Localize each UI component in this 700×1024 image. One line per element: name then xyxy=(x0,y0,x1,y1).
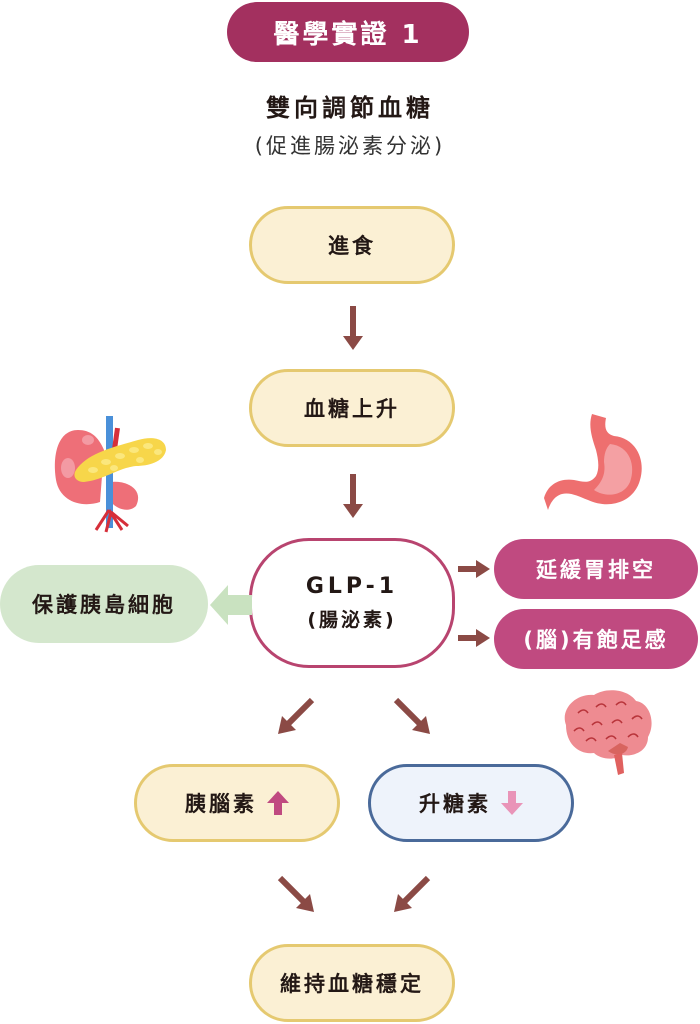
node-delay-gastric-emptying-label: 延緩胃排空 xyxy=(536,558,656,582)
node-glucose-rise: 血糖上升 xyxy=(249,369,455,447)
node-glucose-rise-label: 血糖上升 xyxy=(304,397,400,421)
arrow-down-right-1 xyxy=(393,697,430,734)
node-eat-label: 進食 xyxy=(328,234,376,258)
node-insulin-label: 胰腦素 xyxy=(185,792,257,816)
node-glucagon: 升糖素 xyxy=(368,764,574,842)
arrow-down-1 xyxy=(343,306,363,350)
node-protect-islet-label: 保護胰島細胞 xyxy=(32,593,176,617)
node-delay-gastric-emptying: 延緩胃排空 xyxy=(494,539,698,599)
pancreas-icon xyxy=(54,416,166,533)
node-satiety: (腦)有飽足感 xyxy=(494,609,698,669)
arrow-left-green xyxy=(210,585,252,625)
arrow-up-icon xyxy=(267,791,289,815)
node-glp1-title: GLP-1 xyxy=(305,574,399,599)
arrow-down-left-2 xyxy=(394,875,431,912)
arrow-down-icon xyxy=(501,791,523,815)
node-glp1: GLP-1 (腸泌素) xyxy=(249,538,455,668)
medical-evidence-badge: 醫學實證 1 xyxy=(227,2,469,62)
diagram-subtitle: (促進腸泌素分泌) xyxy=(254,134,446,158)
node-stable-glucose-label: 維持血糖穩定 xyxy=(280,972,424,996)
arrow-down-right-2 xyxy=(277,875,314,912)
node-eat: 進食 xyxy=(249,206,455,284)
brain-icon xyxy=(564,690,652,775)
stomach-icon xyxy=(544,414,642,510)
arrow-right-1 xyxy=(458,560,490,578)
node-glp1-subtitle: (腸泌素) xyxy=(307,609,397,631)
arrow-down-left-1 xyxy=(278,697,315,734)
node-glucagon-label: 升糖素 xyxy=(419,792,491,816)
arrow-down-2 xyxy=(343,474,363,518)
node-insulin: 胰腦素 xyxy=(134,764,340,842)
node-satiety-label: (腦)有飽足感 xyxy=(523,628,669,652)
diagram-title: 雙向調節血糖 xyxy=(266,94,434,122)
arrow-right-2 xyxy=(458,629,490,647)
node-protect-islet: 保護胰島細胞 xyxy=(0,565,208,643)
node-stable-glucose: 維持血糖穩定 xyxy=(249,944,455,1022)
